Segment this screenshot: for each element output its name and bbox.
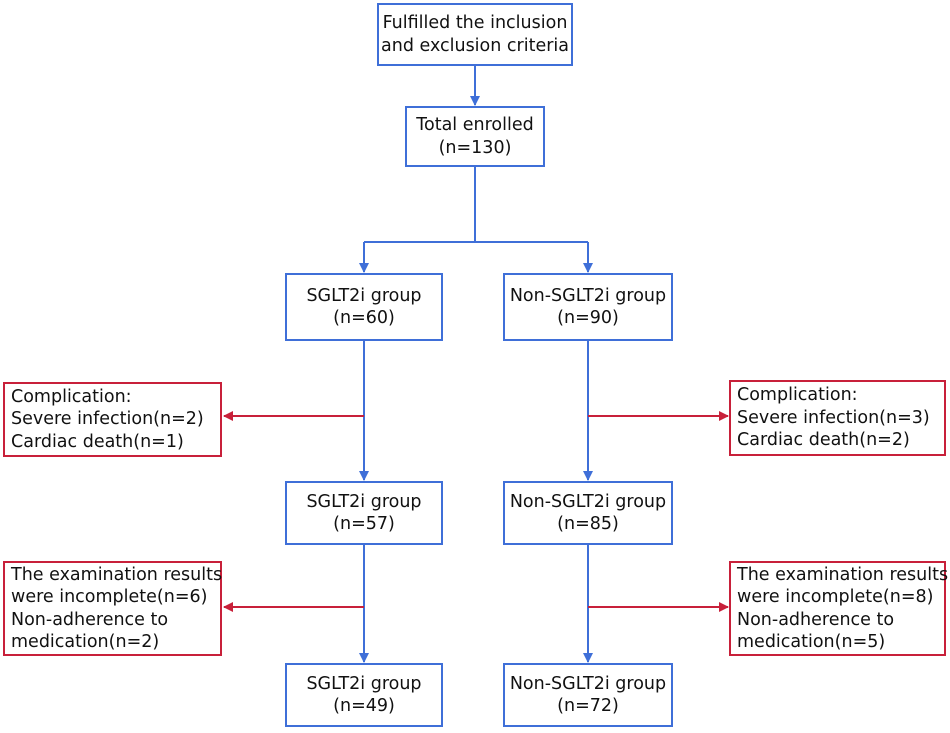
non-sglt2i-incomplete-line-2: were incomplete(n=8) [737,587,934,607]
non-sglt2i-severe-infection: Severe infection(n=3) [737,407,930,428]
sglt2i-incomplete-box: The examination results were incomplete(… [3,561,222,656]
sglt2i-mid-label: SGLT2i group [306,491,422,512]
sglt2i-final-count: (n=49) [333,696,395,716]
criteria-box: Fulfilled the inclusion and exclusion cr… [377,3,573,66]
sglt2i-mid-count: (n=57) [333,514,395,534]
sglt2i-complication-heading: Complication: [11,386,132,407]
sglt2i-severe-infection: Severe infection(n=2) [11,409,204,430]
sglt2i-group-mid-box: SGLT2i group (n=57) [285,481,443,545]
non-sglt2i-incomplete-line-1: The examination results [737,564,949,585]
non-sglt2i-nonadherence-line-1: Non-adherence to [737,609,895,630]
sglt2i-group-initial-box: SGLT2i group (n=60) [285,273,443,341]
non-sglt2i-complication-heading: Complication: [737,385,858,406]
sglt2i-initial-count: (n=60) [333,308,395,328]
total-enrolled-box: Total enrolled (n=130) [405,106,545,167]
non-sglt2i-mid-label: Non-SGLT2i group [509,491,667,512]
sglt2i-initial-label: SGLT2i group [306,285,422,306]
non-sglt2i-nonadherence-line-2: medication(n=5) [737,632,886,652]
total-enrolled-label: Total enrolled [416,115,534,135]
non-sglt2i-group-initial-box: Non-SGLT2i group (n=90) [503,273,673,341]
non-sglt2i-group-mid-box: Non-SGLT2i group (n=85) [503,481,673,545]
criteria-line-1: Fulfilled the inclusion [382,13,568,33]
sglt2i-complication-box: Complication: Severe infection(n=2) Card… [3,382,222,457]
sglt2i-group-final-box: SGLT2i group (n=49) [285,663,443,727]
non-sglt2i-final-label: Non-SGLT2i group [509,673,667,694]
non-sglt2i-incomplete-box: The examination results were incomplete(… [729,561,949,656]
non-sglt2i-cardiac-death: Cardiac death(n=2) [737,430,910,451]
sglt2i-final-label: SGLT2i group [306,673,422,694]
criteria-line-2: and exclusion criteria [381,35,569,56]
sglt2i-nonadherence-line-2: medication(n=2) [11,632,160,652]
non-sglt2i-initial-label: Non-SGLT2i group [509,285,667,306]
sglt2i-cardiac-death: Cardiac death(n=1) [11,431,184,452]
sglt2i-incomplete-line-1: The examination results [11,564,223,585]
non-sglt2i-group-final-box: Non-SGLT2i group (n=72) [503,663,673,727]
non-sglt2i-mid-count: (n=85) [557,514,619,534]
non-sglt2i-final-count: (n=72) [557,696,619,716]
sglt2i-incomplete-line-2: were incomplete(n=6) [11,587,208,607]
non-sglt2i-complication-box: Complication: Severe infection(n=3) Card… [729,380,946,456]
total-enrolled-count: (n=130) [438,137,512,158]
non-sglt2i-initial-count: (n=90) [557,308,619,328]
sglt2i-nonadherence-line-1: Non-adherence to [11,609,169,630]
